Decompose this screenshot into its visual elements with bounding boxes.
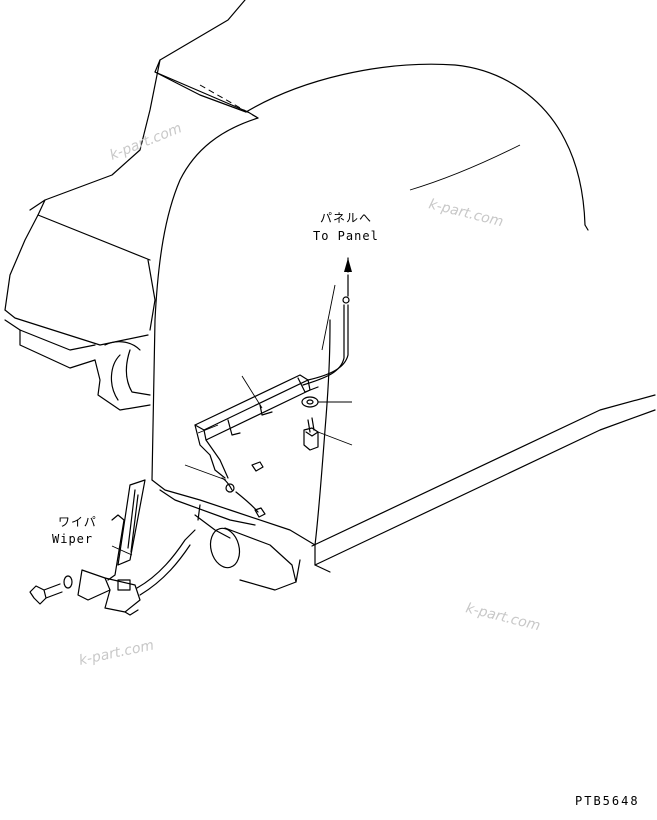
watermark-3: k-part.com xyxy=(464,600,542,634)
cab-step-roller xyxy=(194,504,301,591)
panel-label-ja: パネルへ xyxy=(320,211,372,225)
lower-mount xyxy=(94,341,151,411)
wiper-label-en: Wiper xyxy=(52,532,93,546)
watermark-4: k-part.com xyxy=(78,637,156,669)
wiper-bolt-washer xyxy=(29,575,73,605)
rear-body-outline xyxy=(4,0,259,369)
panel-label-en: To Panel xyxy=(313,229,379,243)
harness-bracket xyxy=(194,374,319,518)
wiper-assembly xyxy=(77,479,196,616)
wiper-label-ja: ワイパ xyxy=(58,515,97,529)
leader-lines xyxy=(111,284,353,556)
drawing-code: PTB5648 xyxy=(575,794,640,808)
cab-body xyxy=(151,63,656,573)
panel-wire xyxy=(302,257,352,386)
washer-and-bolt xyxy=(301,396,319,451)
watermark-2: k-part.com xyxy=(427,196,505,230)
